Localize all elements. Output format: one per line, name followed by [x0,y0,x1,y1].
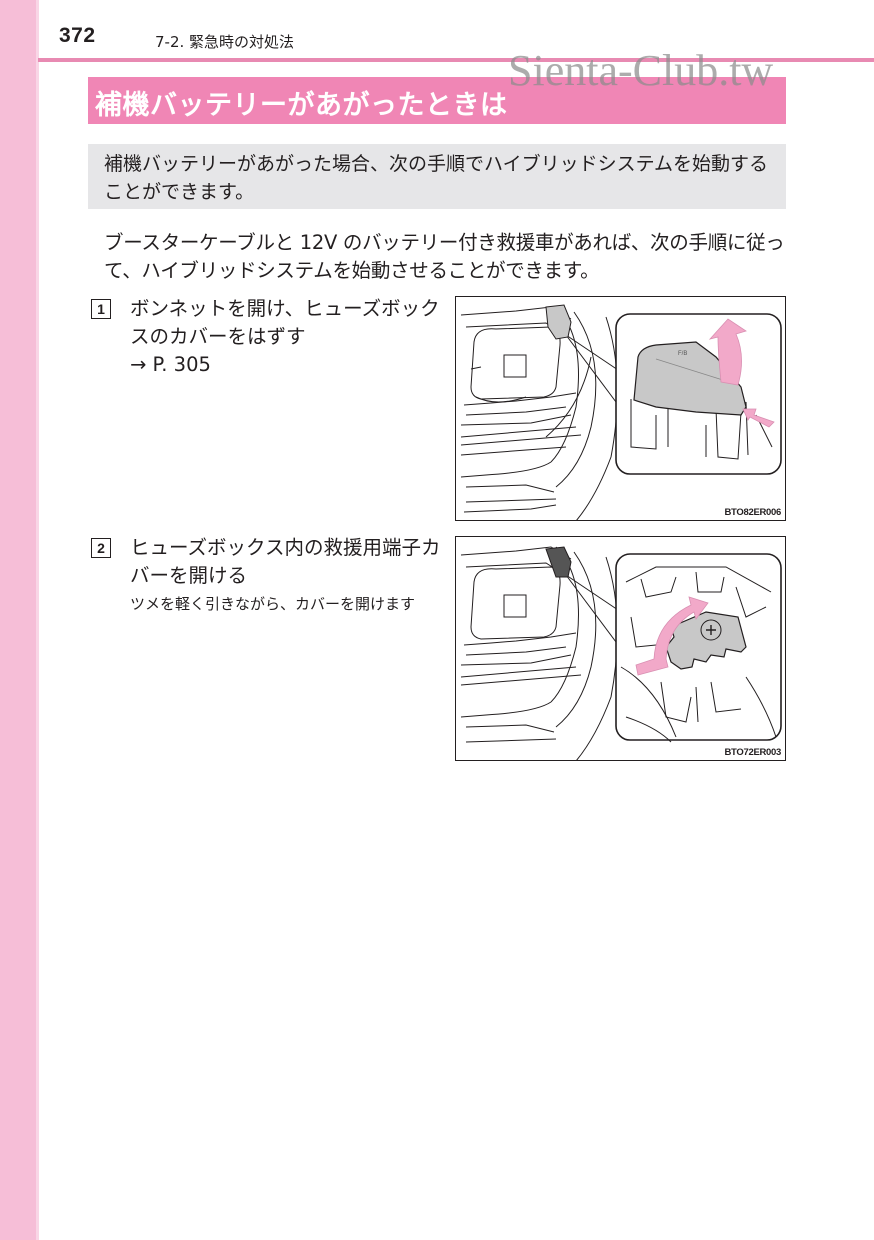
title-banner: 補機バッテリーがあがったときは [88,77,786,124]
side-tab-edge [36,0,39,1240]
body-paragraph: ブースターケーブルと 12V のバッテリー付き救援車があれば、次の手順に従って、… [104,231,785,282]
page-number: 372 [59,24,96,47]
section-label: 7-2. 緊急時の対処法 [155,33,295,51]
step-number-badge: 2 [91,538,111,558]
step-title: ボンネットを開け、ヒューズボックスのカバーをはずす → P. 305 [130,295,442,379]
page-title: 補機バッテリーがあがったときは [95,90,508,121]
figure-code: BTO82ER006 [724,507,782,518]
step-title-text: ボンネットを開け、ヒューズボックスのカバーをはずす [130,297,440,348]
step-1: 1 ボンネットを開け、ヒューズボックスのカバーをはずす → P. 305 [91,295,441,395]
figure-fuse-box-cover: F/B BTO82ER006 [455,296,786,521]
fuse-box-interior-illustration-icon [460,546,782,760]
figure-code: BTO72ER003 [724,747,782,758]
engine-bay-illustration-icon: F/B [460,304,782,520]
step-2: 2 ヒューズボックス内の救援用端子カバーを開ける ツメを軽く引きながら、カバーを… [91,534,441,644]
watermark: Sienta-Club.tw [508,46,774,95]
page-reference-link[interactable]: → P. 305 [130,353,211,376]
chapter-side-tab [0,0,38,1240]
step-note: ツメを軽く引きながら、カバーを開けます [130,595,416,613]
figure-rescue-terminal-cover: BTO72ER003 [455,536,786,761]
svg-text:F/B: F/B [678,351,687,357]
intro-box: 補機バッテリーがあがった場合、次の手順でハイブリッドシステムを始動することができ… [88,144,786,209]
step-number-badge: 1 [91,299,111,319]
intro-text: 補機バッテリーがあがった場合、次の手順でハイブリッドシステムを始動することができ… [104,153,769,203]
header-rule [38,58,874,62]
step-title: ヒューズボックス内の救援用端子カバーを開ける [130,536,441,587]
